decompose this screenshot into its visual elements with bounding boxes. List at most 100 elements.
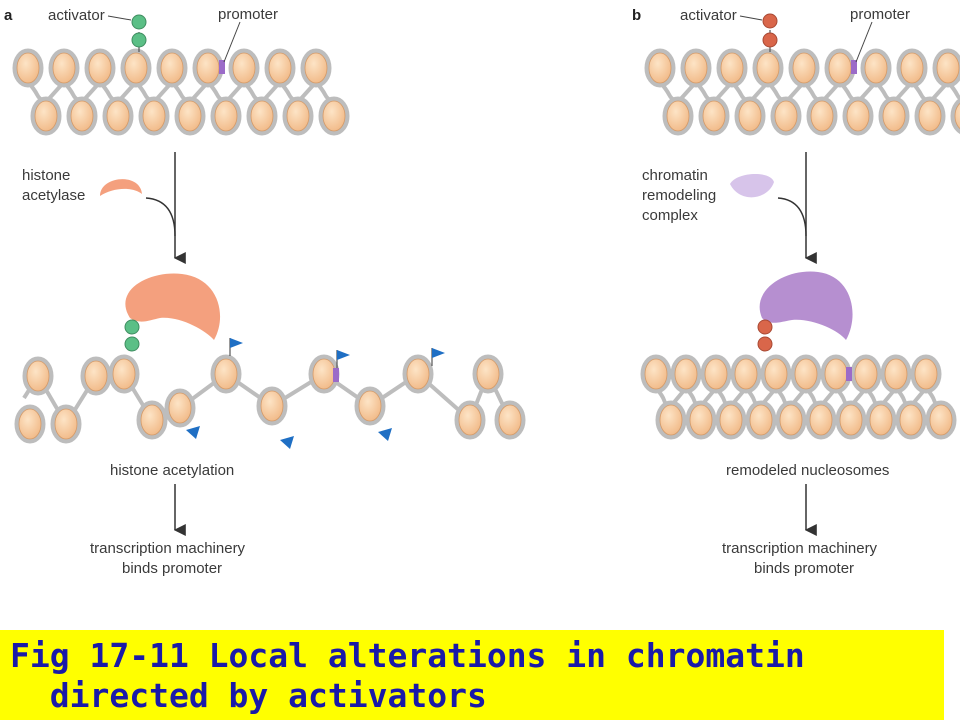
nucleosome: [256, 386, 288, 426]
panel-b-remodeled-chromatin: [640, 354, 957, 440]
panel-a-result-label: histone acetylation: [110, 462, 234, 479]
panel-b-letter: b: [632, 7, 641, 24]
nucleosome: [950, 98, 960, 134]
nucleosome: [670, 354, 702, 394]
panel-a-final-label-line1: transcription machinery: [90, 540, 246, 557]
panel-b-promoter-mark: [851, 60, 857, 74]
panel-a-activator-bound: [124, 319, 140, 352]
nucleosome: [318, 96, 350, 136]
nucleosome: [472, 354, 504, 394]
panel-a-promoter-label: promoter: [218, 6, 278, 23]
nucleosome: [860, 48, 892, 88]
nucleosome: [700, 354, 732, 394]
panel-b: b activator promoter chromatin remodelin…: [632, 6, 960, 577]
nucleosome: [878, 96, 910, 136]
nucleosome: [454, 400, 486, 440]
nucleosome: [716, 48, 748, 88]
nucleosome: [835, 400, 867, 440]
nucleosome: [824, 48, 856, 88]
panel-b-enzyme-label-line3: complex: [642, 207, 698, 224]
nucleosome: [102, 96, 134, 136]
nucleosome: [850, 354, 882, 394]
nucleosome: [760, 354, 792, 394]
panel-b-top-chromatin: [644, 48, 960, 136]
acetyl-tag-icon: [336, 350, 350, 368]
nucleosome: [108, 354, 140, 394]
nucleosome: [896, 48, 928, 88]
panel-b-remodeler-bound: [759, 271, 853, 340]
nucleosome: [775, 400, 807, 440]
nucleosome: [788, 48, 820, 88]
nucleosome: [865, 400, 897, 440]
nucleosome: [745, 400, 777, 440]
nucleosome: [120, 48, 152, 88]
panel-a-acetylated-chromatin: [14, 338, 526, 449]
nucleosome: [790, 354, 822, 394]
nucleosome: [734, 96, 766, 136]
panel-b-activator-bound: [757, 319, 773, 352]
acetyl-tag-icon: [378, 428, 392, 441]
nucleosome: [264, 48, 296, 88]
nucleosome: [925, 400, 957, 440]
nucleosome: [910, 354, 942, 394]
panel-b-activator-label: activator: [680, 7, 737, 24]
nucleosome: [354, 386, 386, 426]
figure-caption: Fig 17-11 Local alterations in chromatin…: [10, 636, 805, 715]
nucleosome: [66, 96, 98, 136]
panel-b-enzyme-label-line1: chromatin: [642, 167, 708, 184]
panel-a-promoter-mark: [219, 60, 225, 74]
nucleosome: [680, 48, 712, 88]
chromatin-diagram: a activator promoter histone acetylase h…: [4, 6, 960, 577]
nucleosome: [174, 96, 206, 136]
nucleosome: [228, 48, 260, 88]
nucleosome: [932, 48, 960, 88]
nucleosome: [655, 400, 687, 440]
panel-a-letter: a: [4, 7, 13, 24]
acetyl-tag-icon: [431, 348, 445, 366]
panel-b-enzyme-label-line2: remodeling: [642, 187, 716, 204]
panel-b-result-label: remodeled nucleosomes: [726, 462, 889, 479]
nucleosome: [685, 400, 717, 440]
nucleosome: [22, 356, 54, 396]
panel-b-promoter-mark-lower: [846, 367, 852, 381]
nucleosome: [156, 48, 188, 88]
nucleosome: [914, 96, 946, 136]
panel-a-enzyme-label-line2: acetylase: [22, 187, 85, 204]
nucleosome: [640, 354, 672, 394]
nucleosome: [770, 96, 802, 136]
nucleosome: [210, 96, 242, 136]
panel-b-final-label-line1: transcription machinery: [722, 540, 878, 557]
nucleosome: [50, 404, 82, 444]
nucleosome: [282, 96, 314, 136]
panel-a: a activator promoter histone acetylase h…: [4, 6, 526, 577]
nucleosome: [662, 96, 694, 136]
panel-a-top-chromatin: [12, 48, 350, 136]
nucleosome: [246, 96, 278, 136]
nucleosome: [880, 354, 912, 394]
nucleosome: [192, 48, 224, 88]
nucleosome: [644, 48, 676, 88]
nucleosome: [164, 388, 196, 428]
panel-a-final-label-line2: binds promoter: [122, 560, 222, 577]
nucleosome: [12, 48, 44, 88]
nucleosome: [805, 400, 837, 440]
nucleosome: [138, 96, 170, 136]
nucleosome: [895, 400, 927, 440]
panel-a-activator: [131, 14, 147, 52]
nucleosome: [14, 404, 46, 444]
panel-a-enzyme-label-line1: histone: [22, 167, 70, 184]
nucleosome: [752, 48, 784, 88]
nucleosome: [210, 354, 242, 394]
nucleosome: [806, 96, 838, 136]
acetyl-tag-icon: [186, 426, 200, 439]
panel-a-promoter-mark-lower: [333, 368, 339, 382]
nucleosome: [300, 48, 332, 88]
nucleosome: [30, 96, 62, 136]
nucleosome: [715, 400, 747, 440]
panel-a-acetylase-small: [100, 179, 142, 196]
nucleosome: [402, 354, 434, 394]
nucleosome: [842, 96, 874, 136]
acetyl-tag-icon: [229, 338, 243, 356]
nucleosome: [48, 48, 80, 88]
panel-a-acetylase-bound: [125, 273, 221, 340]
